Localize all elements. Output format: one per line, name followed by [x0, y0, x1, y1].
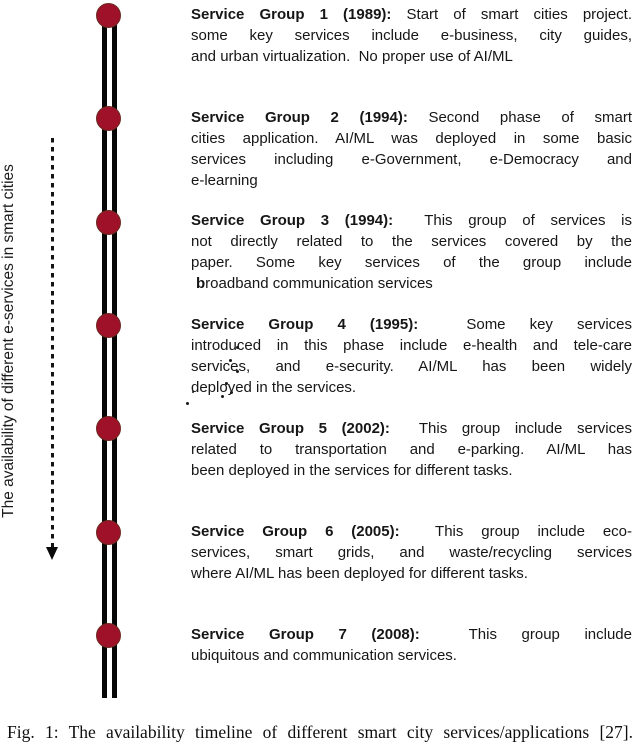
group-text-line: Service Group 4 (1995): Some key service… — [191, 314, 632, 335]
group-text-line: broadband communication services — [191, 273, 637, 294]
timeline-node-7 — [96, 623, 121, 648]
group-text: This group include services — [389, 420, 632, 437]
speckle-dot — [236, 346, 239, 349]
timeline-node-6 — [96, 520, 121, 545]
service-group-3: Service Group 3 (1994): This group of se… — [191, 210, 632, 294]
group-text: Some key services — [418, 316, 632, 333]
speckle-dot — [186, 402, 189, 405]
group-text-line: Service Group 1 (1989): Start of smart c… — [191, 4, 632, 25]
timeline-node-4 — [96, 313, 121, 338]
group-text-line: ubiquitous and communication services. — [191, 647, 457, 664]
group-text-line: not directly related to the services cov… — [191, 233, 632, 250]
group-text-line: services, smart grids, and waste/recycli… — [191, 544, 632, 561]
group-text-line: some key services include e-business, ci… — [191, 27, 632, 44]
group-text: Start of smart cities project. — [391, 6, 633, 23]
group-text-line: services including e-Government, e-Democ… — [191, 151, 632, 168]
service-group-5: Service Group 5 (2002): This group inclu… — [191, 418, 632, 481]
speckle-dot — [192, 391, 194, 393]
group-text-line: Service Group 5 (2002): This group inclu… — [191, 418, 632, 439]
group-text-line: Service Group 6 (2005): This group inclu… — [191, 521, 632, 542]
service-group-2: Service Group 2 (1994): Second phase of … — [191, 107, 632, 191]
group-text: Second phase of smart — [407, 109, 632, 126]
service-group-1: Service Group 1 (1989): Start of smart c… — [191, 4, 632, 67]
y-axis-label: The availability of different e-services… — [0, 164, 17, 518]
service-group-4: Service Group 4 (1995): Some key service… — [191, 314, 632, 398]
service-group-7: Service Group 7 (2008): This group inclu… — [191, 624, 632, 666]
group-text-line: paper. Some key services of the group in… — [191, 254, 632, 271]
speckle-dot — [225, 382, 228, 385]
group-text-line: Service Group 7 (2008): This group inclu… — [191, 624, 632, 645]
speckle-dot — [229, 359, 232, 362]
group-text-line: and urban virtualization. No proper use … — [191, 48, 513, 65]
group-text-line: services, and e-security. AI/ML has been… — [191, 358, 632, 375]
timeline-node-2 — [96, 106, 121, 131]
service-group-6: Service Group 6 (2005): This group inclu… — [191, 521, 632, 584]
group-text: roadband communication services — [205, 275, 433, 292]
group-title: Service Group 4 (1995): — [191, 316, 419, 333]
group-text: This group include — [419, 626, 632, 643]
group-text-line: introduced in this phase include e-healt… — [191, 337, 632, 354]
group-text: This group of services is — [393, 212, 632, 229]
group-title: Service Group 6 (2005): — [191, 523, 400, 540]
group-text-line: Service Group 2 (1994): Second phase of … — [191, 107, 632, 128]
figure-caption: Fig. 1: The availability timeline of dif… — [7, 722, 633, 742]
speckle-dot — [230, 391, 233, 394]
timeline-node-3 — [96, 210, 121, 235]
group-title: Service Group 2 (1994): — [191, 109, 408, 126]
group-title: Service Group 5 (2002): — [191, 420, 390, 437]
group-title: Service Group 7 (2008): — [191, 626, 420, 643]
group-text-line: Service Group 3 (1994): This group of se… — [191, 210, 632, 231]
speckle-dot — [221, 395, 224, 398]
arrow-down-icon — [46, 547, 58, 560]
group-text-line: deployed in the services. — [191, 379, 357, 396]
timeline-node-5 — [96, 416, 121, 441]
group-text-line: been deployed in the services for differ… — [191, 462, 513, 479]
group-title: Service Group 1 (1989): — [191, 6, 392, 23]
timeline-node-1 — [96, 3, 121, 28]
group-text-line: cities application. AI/ML was deployed i… — [191, 130, 632, 147]
group-text: b — [196, 275, 206, 292]
speckle-dot — [236, 370, 239, 373]
group-text-line: where AI/ML has been deployed for differ… — [191, 565, 528, 582]
group-text-line: e-learning — [191, 172, 258, 189]
group-text: This group include eco- — [399, 523, 633, 540]
dashed-timeline-arrow-line — [51, 138, 54, 548]
group-title: Service Group 3 (1994): — [191, 212, 394, 229]
group-text-line: related to transportation and e-parking.… — [191, 441, 632, 458]
